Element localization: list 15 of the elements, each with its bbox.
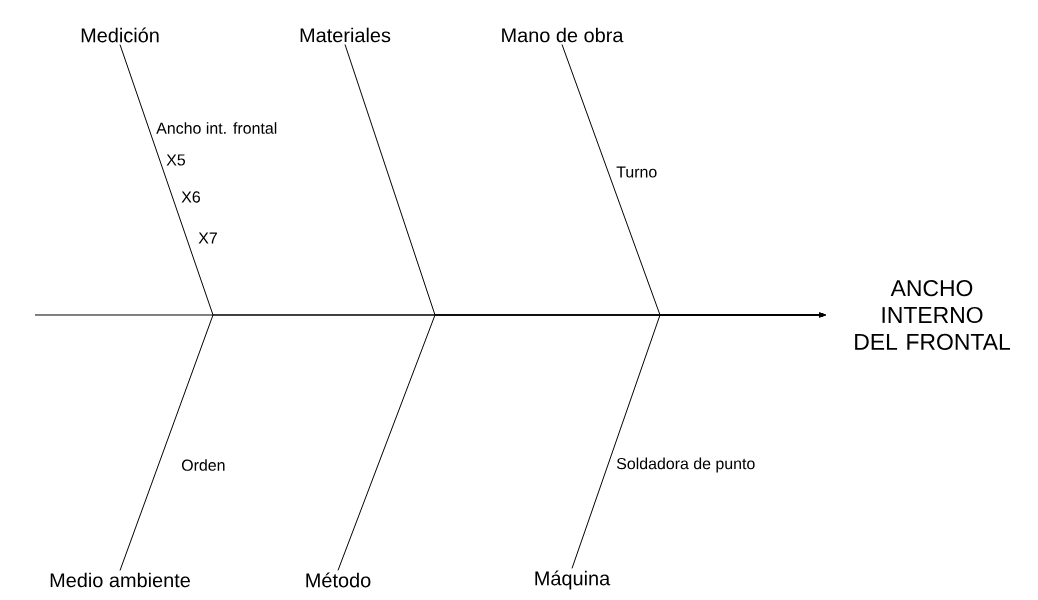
- category-label: Mano de obra: [502, 27, 624, 43]
- category-label: Materiales: [300, 27, 391, 43]
- effect-label: ANCHO INTERNO DEL FRONTAL: [855, 280, 1010, 350]
- cause-label: Turno: [616, 166, 657, 178]
- arrow: [571, 312, 826, 569]
- cause-label: X7: [198, 232, 217, 244]
- cause-label: Ancho int. frontal: [156, 122, 277, 134]
- cause-label: Orden: [181, 459, 225, 471]
- cause-label: X6: [181, 191, 200, 203]
- category-label: Método: [306, 572, 371, 588]
- category-label: Máquina: [535, 570, 611, 590]
- category-label: Medio ambiente: [50, 572, 190, 588]
- category-label: Medición: [81, 27, 159, 43]
- cause-label: X5: [166, 154, 186, 166]
- cause-label: Soldadora de punto: [616, 457, 755, 473]
